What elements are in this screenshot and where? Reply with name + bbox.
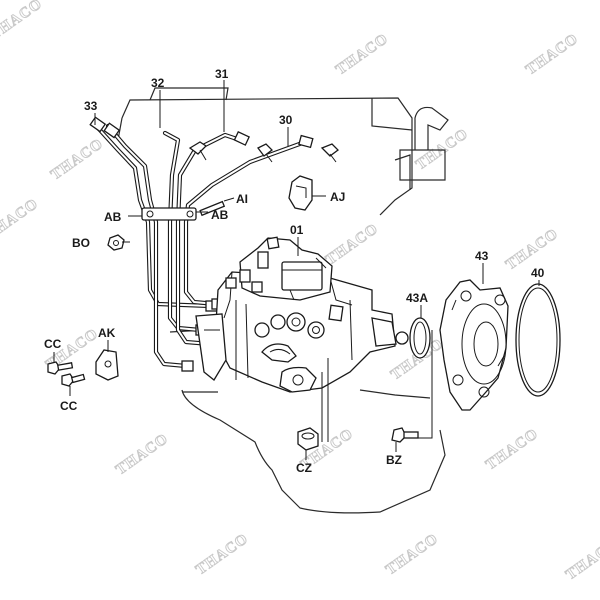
callout-cc-top: CC	[44, 337, 62, 351]
callout-ai: AI	[236, 192, 248, 206]
callout-30: 30	[279, 113, 293, 127]
injector-connectors	[188, 141, 339, 163]
watermark: THACO	[0, 196, 41, 244]
callout-43a: 43A	[406, 291, 428, 305]
watermark: THACO	[523, 31, 581, 79]
callout-ab-left: AB	[104, 210, 122, 224]
callout-ak: AK	[98, 326, 116, 340]
part-ak-bracket	[95, 349, 119, 381]
callout-cz: CZ	[296, 461, 312, 475]
callout-cc-bottom: CC	[60, 399, 78, 413]
callout-43: 43	[475, 249, 489, 263]
part-43a-o-ring	[409, 317, 431, 359]
callout-40: 40	[531, 266, 545, 280]
part-aj-clip	[288, 175, 326, 211]
watermark: THACO	[563, 536, 600, 584]
callout-ab-right: AB	[211, 208, 229, 222]
part-40-gasket	[515, 283, 561, 397]
watermark: THACO	[333, 31, 391, 79]
part-bo-nut	[107, 234, 125, 251]
callout-labels: 33 32 31 30 AI AJ AB AB BO 01 43 40 43A …	[44, 67, 545, 475]
watermark: THACO	[48, 136, 106, 184]
leader-lines	[53, 80, 540, 460]
watermark: THACO	[483, 426, 541, 474]
part-cc-bolts	[47, 361, 86, 387]
callout-31: 31	[215, 67, 229, 81]
callout-aj: AJ	[330, 190, 345, 204]
watermark: THACO	[383, 531, 441, 579]
part-cz-nut	[297, 427, 319, 451]
part-bz-bolt	[391, 427, 419, 443]
callout-33: 33	[84, 99, 98, 113]
callout-32: 32	[151, 76, 165, 90]
part-43-flange-housing	[439, 279, 509, 411]
watermark: THACO	[193, 531, 251, 579]
engine-block-outline	[117, 87, 449, 514]
callout-bo: BO	[72, 236, 90, 250]
watermark: THACO	[323, 221, 381, 269]
part-01-injection-pump	[195, 236, 409, 393]
callout-01: 01	[290, 223, 304, 237]
watermark: THACO	[113, 431, 171, 479]
callout-bz: BZ	[386, 453, 402, 467]
watermark: THACO	[0, 0, 45, 43]
part-ab-clamp	[128, 207, 208, 221]
